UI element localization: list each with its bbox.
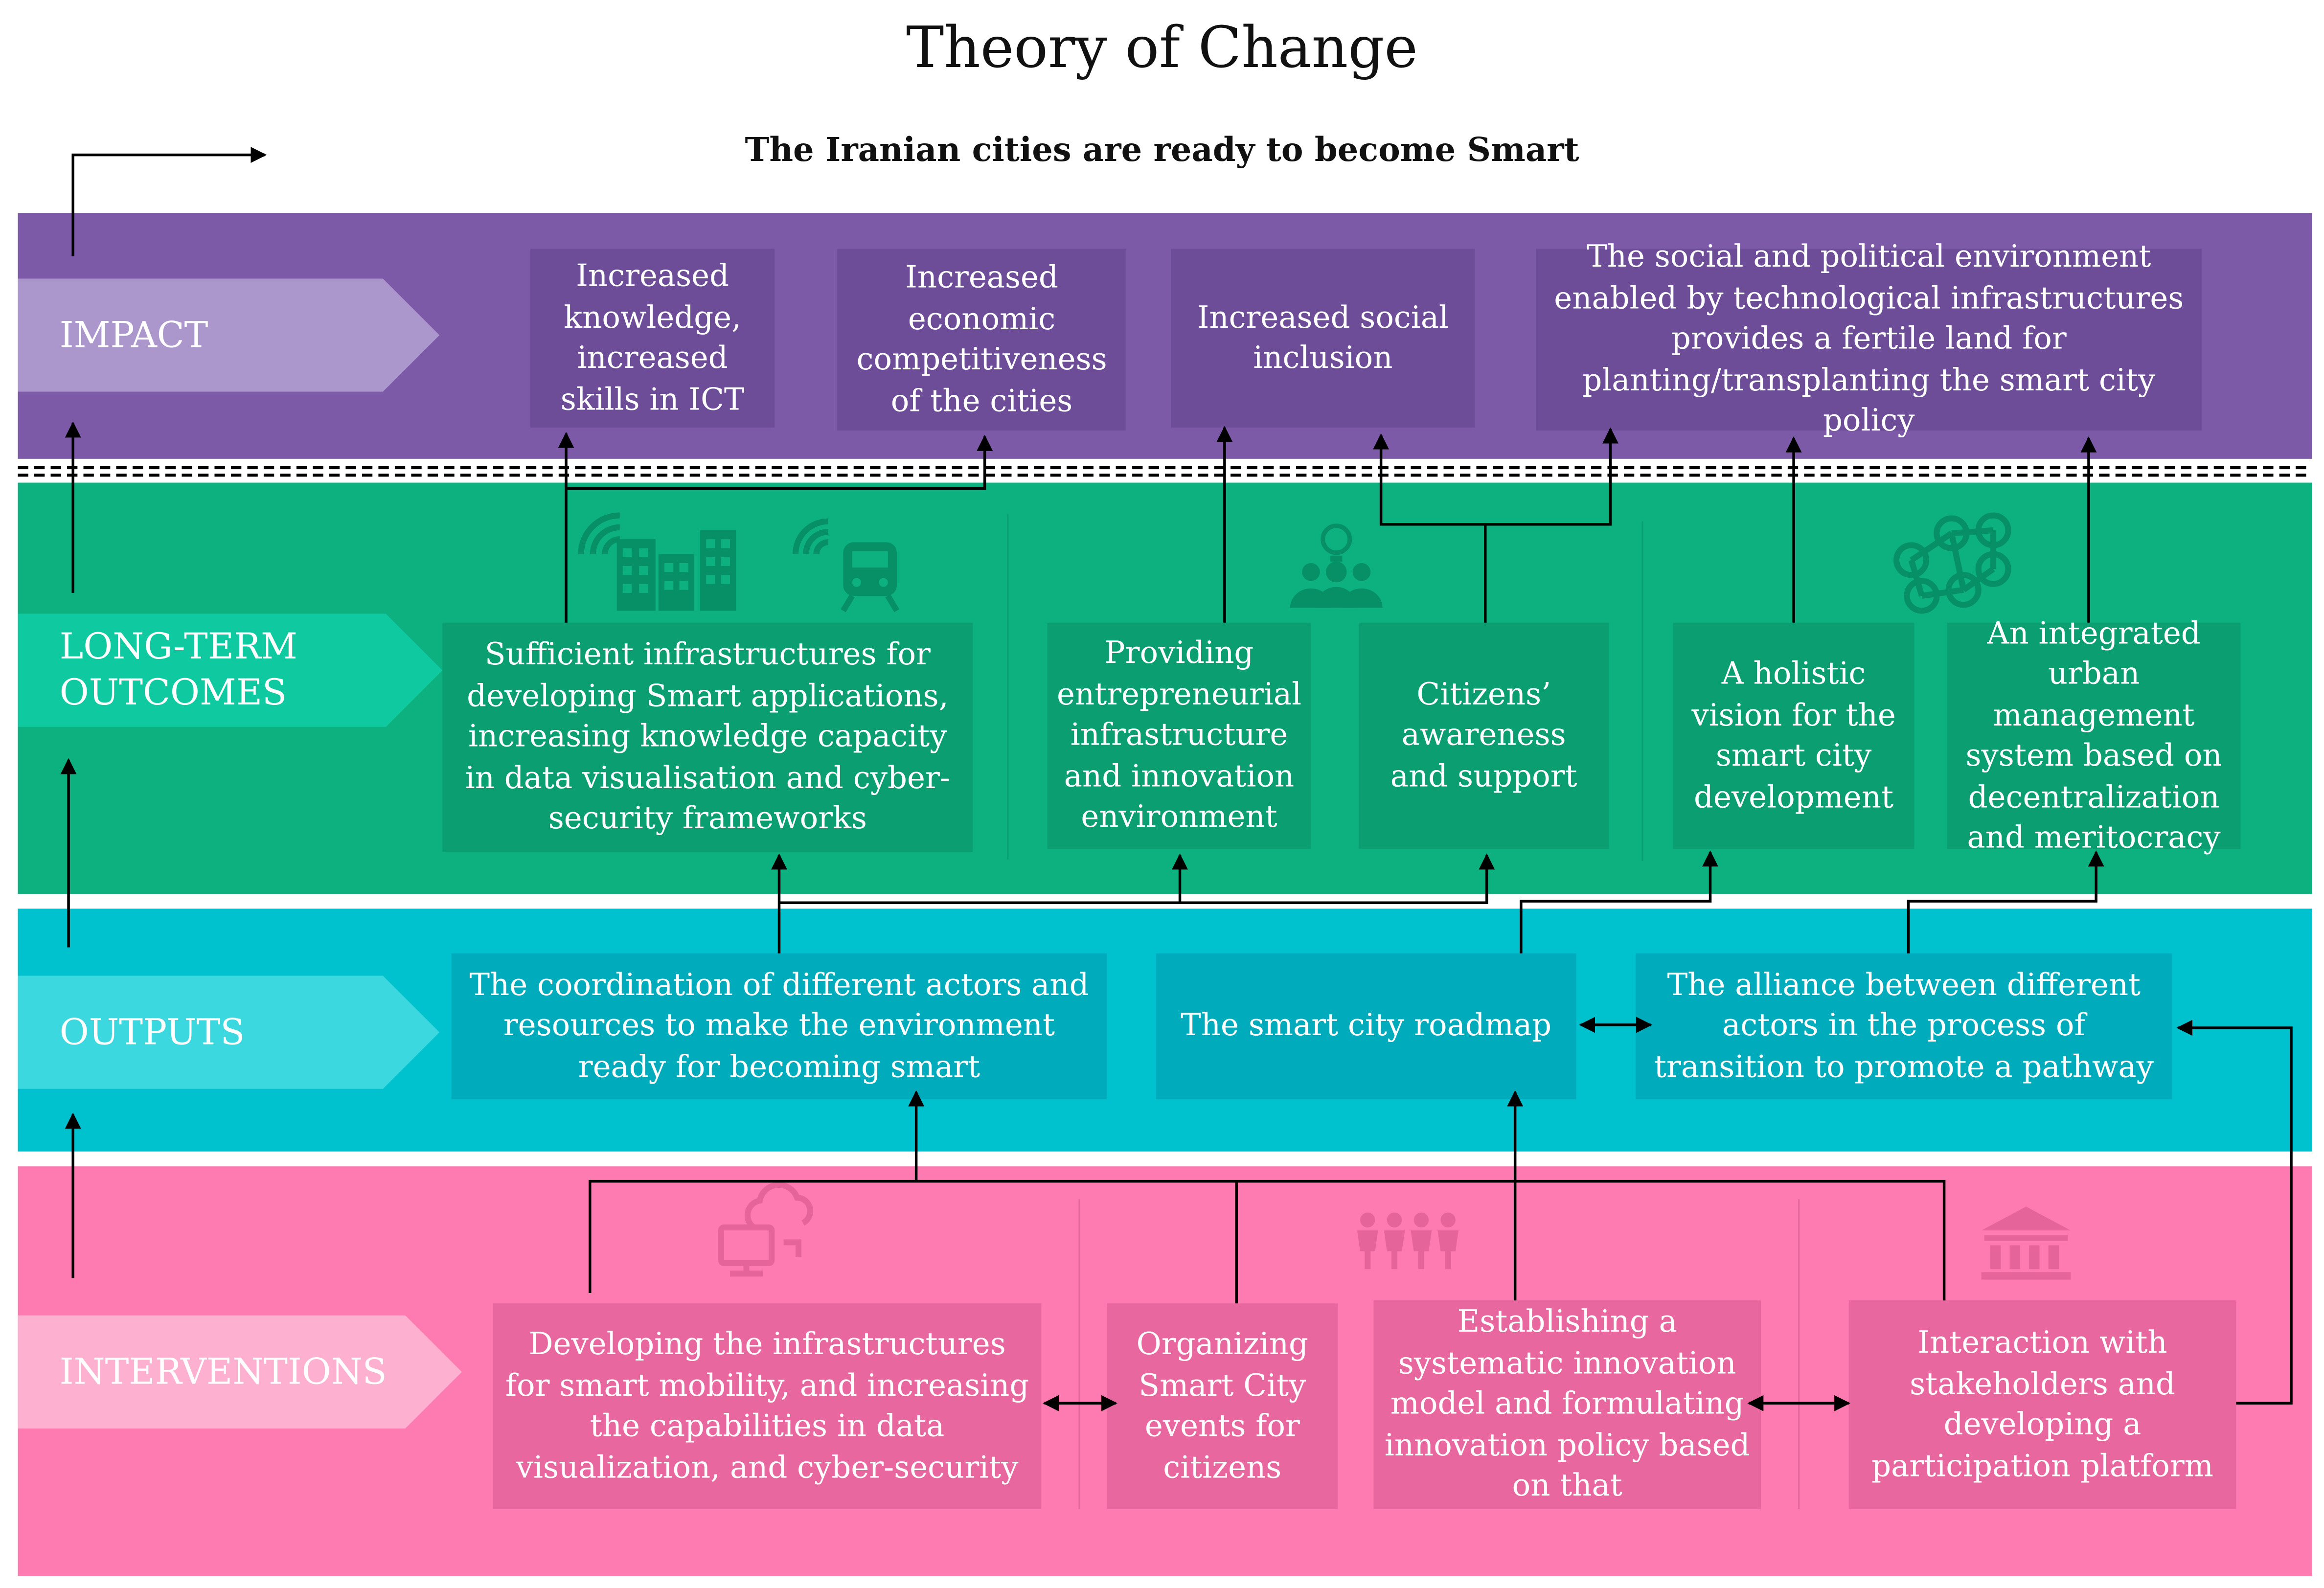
impact-outcomes-separator	[18, 466, 2312, 477]
outcomes-divider-1	[1007, 514, 1009, 860]
impact-box-inclusion: Increased social inclusion	[1171, 249, 1475, 428]
output-box-roadmap: The smart city roadmap	[1156, 953, 1576, 1100]
intervention-box-innovation: Establishing a systematic innovation mod…	[1373, 1300, 1761, 1509]
connector-alliance-to-management	[1907, 850, 2104, 953]
network-people-icon	[1893, 512, 2011, 614]
wifi-train-icon	[792, 518, 900, 613]
impact-box-competitiveness: Increased economic competitiveness of th…	[837, 249, 1126, 431]
outcomes-divider-2	[1641, 521, 1643, 861]
level-label-outcomes: LONG-TERM OUTCOMES	[18, 613, 443, 726]
connector-roadmap-to-vision	[1520, 850, 1718, 953]
impact-box-knowledge: Increased knowledge, increased skills in…	[530, 249, 775, 428]
output-box-coordination: The coordination of different actors and…	[451, 953, 1107, 1100]
level-label-impact: IMPACT	[18, 278, 440, 391]
goal-statement: The Iranian cities are ready to become S…	[745, 131, 1579, 170]
connector-coordination-to-citizens	[1180, 853, 1495, 904]
people-idea-icon	[1290, 523, 1383, 608]
level-label-outputs: OUTPUTS	[18, 975, 440, 1089]
interventions-divider-2	[1798, 1199, 1800, 1509]
output-box-alliance: The alliance between different actors in…	[1636, 953, 2172, 1100]
intervention-box-events: Organizing Smart City events for citizen…	[1107, 1303, 1338, 1509]
goal-arrow	[71, 147, 267, 256]
connector-interventions-to-coordination	[589, 1180, 1946, 1301]
interventions-divider-1	[1078, 1199, 1080, 1509]
page-title: Theory of Change	[906, 15, 1418, 81]
group-people-icon	[1357, 1212, 1458, 1270]
connector-citizens-to-inclusion	[1373, 433, 1487, 623]
outcome-box-holistic-vision: A holistic vision for the smart city dev…	[1673, 622, 1914, 849]
outcome-box-entrepreneurial: Providing entrepreneurial infrastructure…	[1047, 622, 1311, 849]
intervention-box-stakeholders: Interaction with stakeholders and develo…	[1848, 1300, 2236, 1509]
connector-infra-to-competitiveness	[566, 434, 993, 490]
connector-stakeholders-to-alliance	[2176, 1020, 2293, 1405]
connector-citizens-to-environment	[1485, 427, 1618, 526]
government-building-icon	[1981, 1206, 2071, 1280]
cloud-computer-icon	[718, 1181, 814, 1277]
wifi-buildings-icon	[578, 512, 736, 611]
outcome-box-urban-management: An integrated urban management system ba…	[1947, 614, 2241, 855]
outcome-box-citizens-awareness: Citizens’ awareness and support	[1358, 622, 1609, 849]
connector-coordination-to-entrepreneurial	[779, 853, 1188, 904]
level-label-interventions: INTERVENTIONS	[18, 1316, 462, 1429]
intervention-box-infrastructures: Developing the infrastructures for smart…	[493, 1303, 1042, 1509]
outcome-box-infrastructures: Sufficient infrastructures for developin…	[442, 622, 973, 852]
